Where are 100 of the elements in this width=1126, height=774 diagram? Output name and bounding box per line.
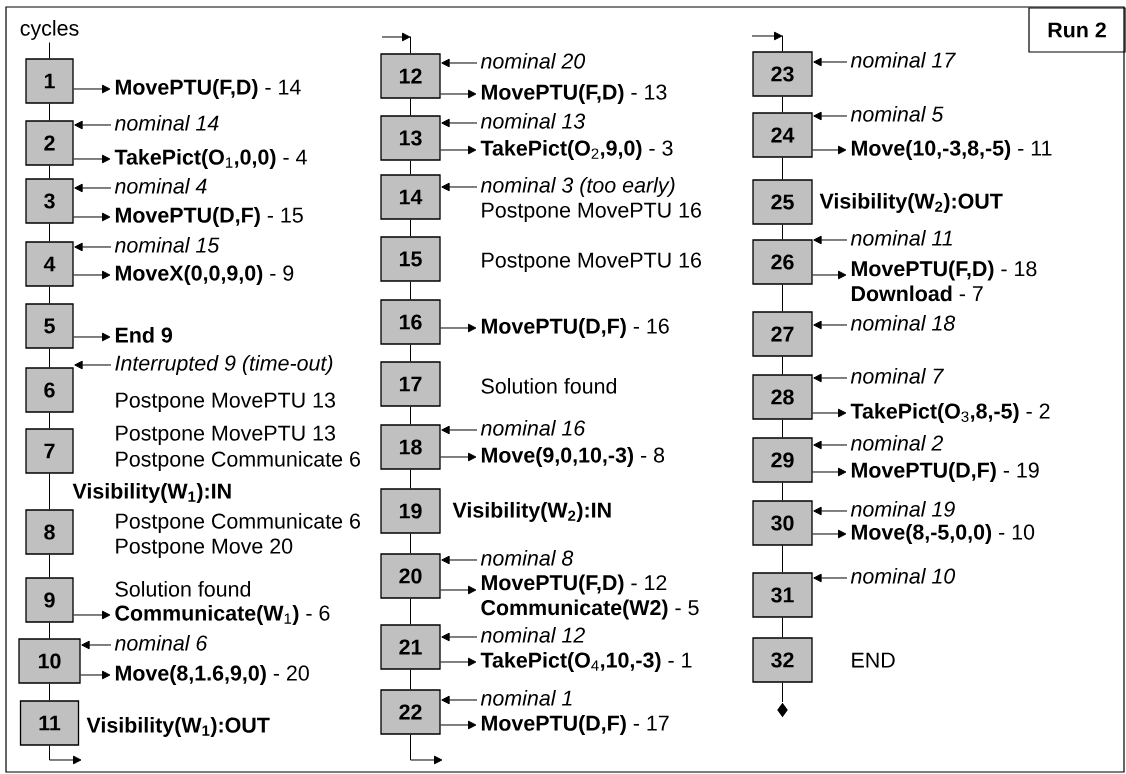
arrow: [812, 270, 847, 280]
event-text: nominal 14: [114, 115, 219, 131]
cycle-box: 27: [752, 311, 813, 357]
end-diamond: [777, 702, 788, 718]
arrow: [813, 320, 848, 330]
arrow: [441, 632, 478, 642]
cycle-box: 19: [380, 488, 441, 534]
arrow: [440, 720, 477, 730]
timeline-line: [782, 545, 783, 573]
cycle-box: 15: [380, 236, 441, 282]
state-label: Solution found: [481, 378, 617, 394]
event-text: Interrupted 9 (time-out): [115, 355, 333, 375]
event-text: nominal 10: [850, 568, 956, 584]
cycle-box: 9: [25, 577, 74, 623]
cycle-box: 25: [752, 179, 813, 225]
cycle-box: 28: [752, 374, 813, 420]
cycle-box: 17: [380, 361, 441, 407]
arrow: [74, 120, 112, 130]
event-text: nominal 13: [480, 113, 586, 129]
event-text: nominal 8: [480, 550, 574, 566]
cycle-box: 21: [380, 624, 441, 670]
cycle-box: 31: [752, 572, 813, 618]
arrow: [813, 440, 848, 450]
cycle-box: 30: [752, 500, 813, 546]
state-label: Postpone Move 20: [116, 538, 293, 558]
arrow: [74, 183, 112, 193]
arrow: [49, 745, 82, 765]
timeline-line: [49, 683, 50, 701]
arrow: [74, 360, 112, 370]
action-text: TakePict(O$_{3}$,8,-5) - 2: [850, 403, 1050, 423]
event-text: nominal 15: [114, 237, 220, 253]
timeline-line: [782, 356, 783, 375]
event-text: nominal 18: [850, 315, 956, 331]
timeline-line: [49, 165, 50, 179]
arrow: [812, 529, 847, 539]
cycle-box: 10: [18, 638, 81, 684]
state-label: Visibility(W$_{2}$):OUT: [819, 193, 1003, 213]
timeline-line: [49, 473, 50, 510]
timeline-line: [782, 682, 783, 703]
cycle-box: 32: [752, 637, 813, 683]
timeline-line: [49, 412, 50, 429]
state-label: Postpone MovePTU 13: [116, 392, 335, 412]
cycle-box: 13: [380, 115, 441, 161]
cycle-box: 3: [25, 178, 74, 224]
cycle-box: 12: [380, 53, 441, 99]
timeline-label: cycles: [20, 20, 79, 40]
arrow: [73, 154, 111, 164]
cycle-box: 26: [752, 239, 813, 285]
arrow: [440, 585, 477, 595]
cycle-box: 8: [25, 509, 74, 555]
action-text: Communicate(W$_{1}$) - 6: [115, 605, 330, 625]
event-text: nominal 20: [480, 53, 586, 69]
timeline-line: [49, 554, 50, 578]
event-text: nominal 6: [114, 635, 208, 651]
action-text: Move(8,1.6,9,0) - 20: [115, 665, 309, 685]
timeline-line: [410, 598, 411, 625]
arrow: [381, 32, 411, 42]
cycle-box: 5: [25, 303, 74, 349]
timeline-line: [410, 533, 411, 554]
event-text: nominal 2: [850, 435, 943, 451]
timeline-line: [49, 103, 50, 121]
cycle-box: 20: [380, 553, 441, 599]
action-text: Move(9,0,10,-3) - 8: [481, 447, 665, 467]
action-text: MovePTU(D,F) - 16: [481, 318, 669, 338]
arrow: [440, 452, 477, 462]
event-text: nominal 7: [850, 368, 944, 384]
state-label: Postpone MovePTU 16: [482, 252, 701, 272]
arrow: [440, 145, 477, 155]
event-text: nominal 16: [480, 420, 586, 436]
arrow: [441, 555, 478, 565]
arrow: [813, 573, 848, 583]
timeline-line: [49, 348, 50, 368]
arrow: [440, 89, 477, 99]
event-text: nominal 5: [850, 106, 944, 122]
event-text: nominal 17: [850, 52, 956, 68]
state-label: Visibility(W$_{1}$):OUT: [86, 717, 270, 737]
action-text: TakePict(O$_{4}$,10,-3) - 1: [480, 652, 692, 672]
arrow: [80, 670, 111, 680]
action-text: MoveX(0,0,9,0) - 9: [115, 265, 294, 285]
cycle-box: 22: [380, 689, 441, 735]
event-text: nominal 12: [480, 627, 585, 643]
action-text: Move(10,-3,8,-5) - 11: [851, 140, 1052, 160]
arrow: [441, 58, 478, 68]
cycle-box: 6: [25, 367, 74, 413]
state-label: Solution found: [115, 581, 251, 597]
timeline-line: [410, 160, 411, 175]
arrow: [73, 610, 111, 620]
event-text: nominal 4: [114, 178, 207, 194]
run-label: Run 2: [1028, 7, 1126, 53]
arrow: [73, 84, 111, 94]
arrow: [81, 640, 112, 650]
arrow: [440, 323, 477, 333]
arrow: [74, 242, 112, 252]
event-text: nominal 19: [850, 501, 955, 517]
arrow: [812, 467, 847, 477]
action-text: MovePTU(D,F) - 15: [115, 207, 303, 227]
action-text: MovePTU(F,D) - 14: [115, 79, 301, 99]
timeline-line: [49, 286, 50, 304]
timeline-line: [49, 223, 50, 242]
arrow: [441, 425, 478, 435]
